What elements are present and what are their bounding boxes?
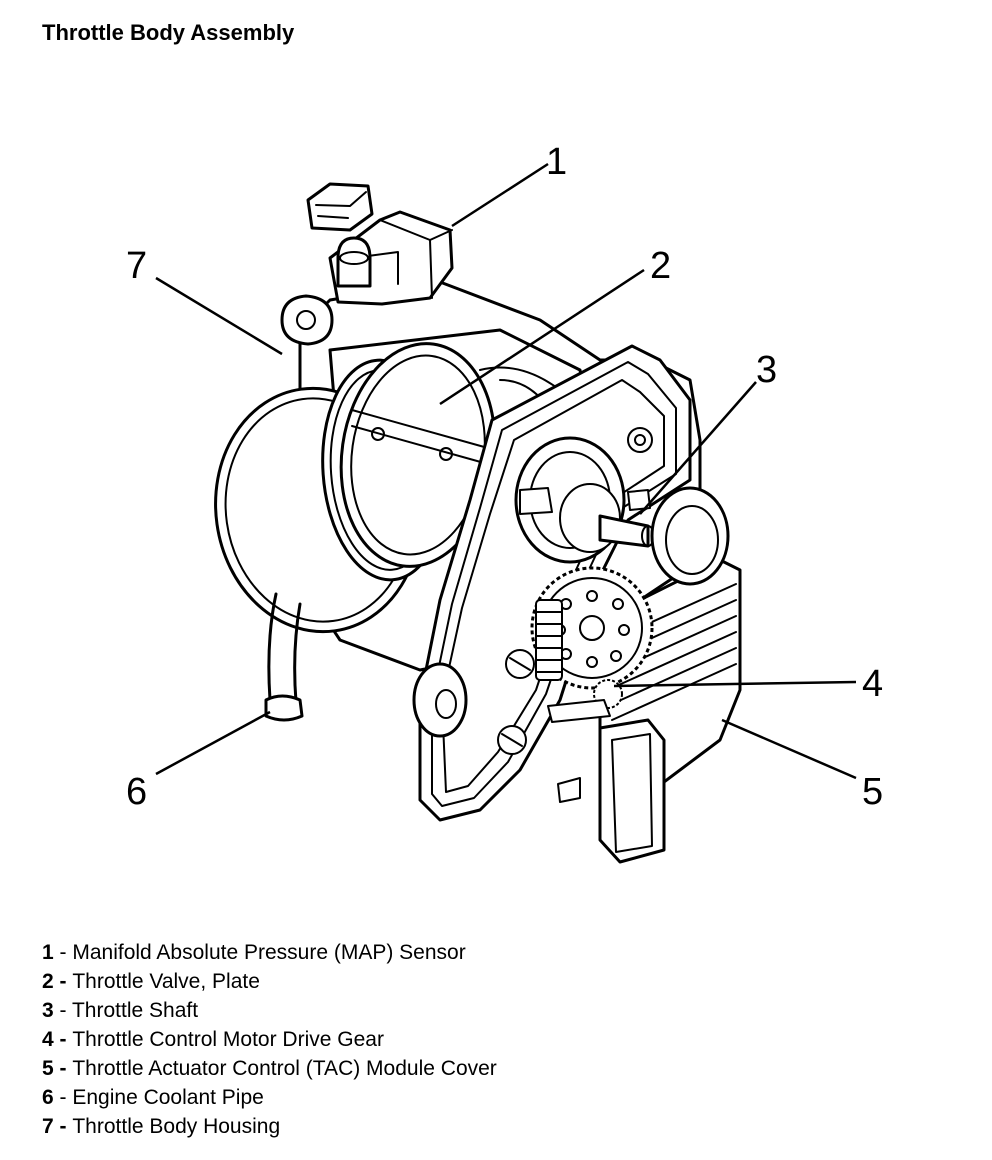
parts-legend: 1 - Manifold Absolute Pressure (MAP) Sen… xyxy=(42,938,497,1141)
leader-lines xyxy=(155,162,857,780)
leader-line-2 xyxy=(439,268,645,406)
legend-num: 6 xyxy=(42,1086,54,1109)
leader-line-6 xyxy=(155,710,271,776)
legend-text: Throttle Actuator Control (TAC) Module C… xyxy=(72,1057,497,1080)
legend-item: 2 - Throttle Valve, Plate xyxy=(42,967,497,996)
legend-sep: - xyxy=(53,1115,73,1138)
callout-4: 4 xyxy=(862,663,883,705)
engine-coolant-pipe xyxy=(264,592,304,722)
legend-sep: - xyxy=(53,1057,73,1080)
throttle-body-illustration: 1 2 3 4 5 6 7 xyxy=(126,141,883,864)
legend-sep: - xyxy=(53,1028,73,1051)
drive-gear xyxy=(530,566,654,723)
legend-sep: - xyxy=(53,970,73,993)
legend-text: Engine Coolant Pipe xyxy=(72,1086,264,1109)
legend-num: 3 xyxy=(42,999,54,1022)
legend-text: Throttle Body Housing xyxy=(72,1115,281,1138)
legend-sep: - xyxy=(53,999,72,1022)
leader-line-1 xyxy=(451,162,549,228)
callout-3: 3 xyxy=(756,349,777,391)
legend-num: 7 xyxy=(42,1115,54,1138)
callout-5: 5 xyxy=(862,771,883,813)
legend-item: 5 - Throttle Actuator Control (TAC) Modu… xyxy=(42,1054,497,1083)
leader-line-3 xyxy=(639,381,757,515)
callout-7: 7 xyxy=(126,245,147,287)
legend-text: Throttle Valve, Plate xyxy=(72,970,260,993)
map-sensor xyxy=(306,182,454,306)
callout-6: 6 xyxy=(126,771,147,813)
legend-text: Throttle Shaft xyxy=(71,999,199,1022)
legend-item: 7 - Throttle Body Housing xyxy=(42,1112,497,1141)
throttle-shaft-assembly xyxy=(514,436,730,586)
legend-item: 4 - Throttle Control Motor Drive Gear xyxy=(42,1025,497,1054)
legend-num: 5 xyxy=(42,1057,54,1080)
leader-line-7 xyxy=(155,276,283,356)
diagram-title: Throttle Body Assembly xyxy=(42,20,295,45)
callout-1: 1 xyxy=(546,141,567,183)
callout-2: 2 xyxy=(650,245,671,287)
legend-sep: - xyxy=(53,1086,73,1109)
legend-text: Manifold Absolute Pressure (MAP) Sensor xyxy=(72,941,466,964)
legend-num: 1 xyxy=(42,941,54,964)
legend-sep: - xyxy=(53,941,73,964)
leader-line-5 xyxy=(721,718,857,780)
legend-num: 2 xyxy=(42,970,54,993)
callout-numbers: 1 2 3 4 5 6 7 xyxy=(126,141,883,813)
leader-line-4 xyxy=(613,680,857,688)
legend-item: 1 - Manifold Absolute Pressure (MAP) Sen… xyxy=(42,938,497,967)
legend-item: 3 - Throttle Shaft xyxy=(42,996,497,1025)
legend-item: 6 - Engine Coolant Pipe xyxy=(42,1083,497,1112)
legend-num: 4 xyxy=(42,1028,54,1051)
legend-text: Throttle Control Motor Drive Gear xyxy=(72,1028,384,1051)
